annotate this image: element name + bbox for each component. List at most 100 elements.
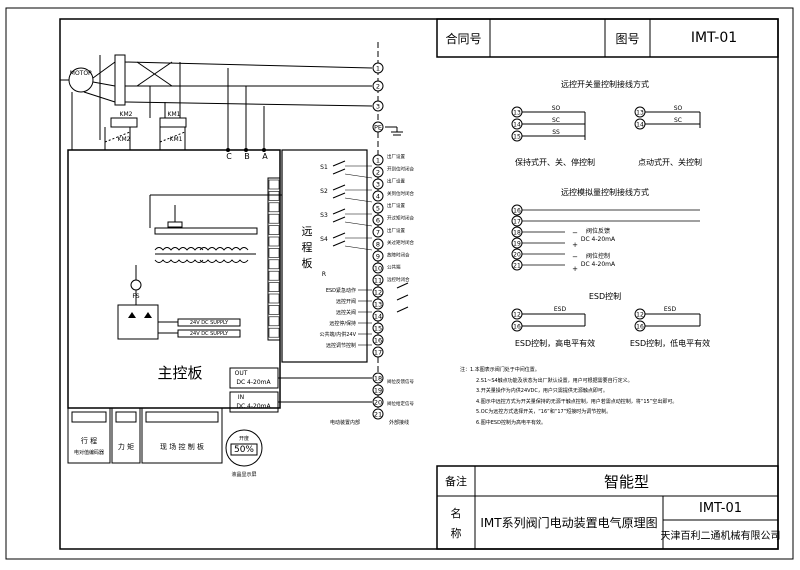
travel-encoder-box xyxy=(67,407,111,464)
terminal-label: 16 xyxy=(374,337,382,345)
drawing-no-2: IMT-01 xyxy=(698,500,743,516)
relay-note: 关到位时闭合 xyxy=(387,190,414,197)
terminal-25: 21 xyxy=(372,408,384,420)
terminal-20: 16 xyxy=(372,334,384,346)
relay-note: 关过矩时闭合 xyxy=(387,239,414,246)
in-signal: DC 4-20mA xyxy=(236,403,271,410)
note-line: 注：1.本图表示阀门处于中间位置。 xyxy=(460,367,540,373)
s-label: S4 xyxy=(320,236,328,243)
esd-input-label: 远控关阀 xyxy=(336,309,356,316)
caption-hold-control: 保持式开、关、停控制 xyxy=(515,157,595,167)
terminal-14: 10 xyxy=(372,262,384,274)
relay-note: 出厂设置 xyxy=(387,227,405,234)
contract-label: 合同号 xyxy=(445,31,482,46)
encoder-label: 电对值编码器 xyxy=(73,450,104,456)
outer-frame xyxy=(5,7,794,560)
terminal-label: 10 xyxy=(374,265,382,273)
terminal-label: 4 xyxy=(376,193,380,201)
terminal-label: 15 xyxy=(374,325,382,333)
note-line: 6.图中ESD控制为高电平有效。 xyxy=(476,419,546,426)
display-text: 开度 xyxy=(238,435,249,442)
relay-note: 公共端 xyxy=(387,264,401,271)
display-value: 50% xyxy=(233,444,254,455)
terminal-17: 13 xyxy=(372,298,384,310)
esd-input-label: 远控停/保持 xyxy=(329,320,356,327)
caption-jog-control: 点动式开、关控制 xyxy=(638,157,702,167)
terminal-12: 8 xyxy=(372,238,384,250)
wiring-terminal-label: 21 xyxy=(513,263,521,270)
s-label: S2 xyxy=(320,188,328,195)
polarity-minus: − xyxy=(572,229,578,237)
wiring-terminal: 14 xyxy=(511,118,523,130)
lcd-display xyxy=(225,429,263,467)
esd-input-label: 远控开阀 xyxy=(336,298,356,305)
so-label: SO xyxy=(551,104,561,112)
esd-input-label: 远控调节控制 xyxy=(326,342,356,349)
remote-board-char-2: 程 xyxy=(301,241,313,254)
terminal-label: 9 xyxy=(376,253,380,261)
terminal-5: 1 xyxy=(372,154,384,166)
terminal-label: 11 xyxy=(374,277,382,285)
wiring-terminal: 13 xyxy=(634,106,646,118)
wiring-terminal-label: 12 xyxy=(513,312,521,319)
wiring-terminal: 12 xyxy=(511,308,523,320)
inner-frame xyxy=(59,18,779,550)
terminal-label: 3 xyxy=(376,103,380,111)
fs-label: FS xyxy=(132,292,140,300)
torque-label: 力 矩 xyxy=(117,443,135,451)
km1-label: KM1 xyxy=(169,135,183,143)
analog-feedback-signal: DC 4-20mA xyxy=(580,235,616,243)
terminal-label: 19 xyxy=(374,387,382,395)
wiring-terminal-label: 14 xyxy=(513,122,521,129)
wiring-terminal-label: 14 xyxy=(636,122,644,129)
km1-label-top: KM1 xyxy=(167,110,181,118)
relay-note: 远控时闭合 xyxy=(387,276,410,283)
wiring-terminal: 13 xyxy=(511,106,523,118)
terminal-2: 2 xyxy=(372,80,384,92)
polarity-plus: + xyxy=(572,241,578,249)
out-signal: DC 4-20mA xyxy=(236,379,271,386)
sc-label-2: SC xyxy=(674,116,682,124)
product-type: 智能型 xyxy=(603,472,649,491)
analog-control: 阀位控制 xyxy=(585,252,610,260)
terminal-22: 18 xyxy=(372,372,384,384)
r-label: R xyxy=(322,271,326,278)
relay-note: 出厂设置 xyxy=(387,202,405,209)
field-control-box xyxy=(141,407,223,464)
terminal-19: 15 xyxy=(372,322,384,334)
terminal-4: PE xyxy=(372,121,384,133)
terminal-21: 17 xyxy=(372,346,384,358)
terminal-label: 17 xyxy=(374,349,382,357)
terminal-10: 6 xyxy=(372,214,384,226)
field-panel-label: 现 场 控 制 板 xyxy=(160,443,204,451)
relay-note: 开到位时闭合 xyxy=(387,165,414,172)
relay-note: 出厂设置 xyxy=(387,153,405,160)
wiring-terminal-label: 17 xyxy=(513,219,521,226)
motor-label: MOTOR xyxy=(69,69,93,77)
in-label: IN xyxy=(237,394,245,401)
wiring-terminal-label: 13 xyxy=(513,110,521,117)
wiring-terminal: 16 xyxy=(511,204,523,216)
remote-board xyxy=(281,149,368,363)
external-label: 外部接线 xyxy=(388,419,409,426)
torque-box xyxy=(111,407,141,464)
remark-label: 备注 xyxy=(445,475,467,488)
terminal-3: 3 xyxy=(372,100,384,112)
terminal-label: 14 xyxy=(374,313,382,321)
internal-label: 电动装置内部 xyxy=(329,419,360,426)
terminal-label: 2 xyxy=(376,83,380,91)
wiring-terminal-label: 16 xyxy=(513,208,521,215)
terminal-6: 2 xyxy=(372,166,384,178)
analog-feedback: 阀位反馈 xyxy=(585,227,610,235)
relay-contacts: S1S2S3S4出厂设置开到位时闭合出厂设置关到位时闭合出厂设置开过矩时闭合出厂… xyxy=(320,153,415,407)
wiring-terminal-label: 13 xyxy=(636,110,644,117)
terminal-label: 1 xyxy=(376,65,380,73)
wiring-terminal-label: 20 xyxy=(513,252,521,259)
esd-caption-low: ESD控制，低电平有效 xyxy=(629,338,711,348)
switch-title: 远控开关量控制接线方式 xyxy=(561,79,649,89)
terminal-16: 12 xyxy=(372,286,384,298)
drawing-no-label: 图号 xyxy=(615,31,640,46)
esd-input-label: 公共端/内供24V xyxy=(320,331,357,338)
wiring-terminal-label: 16 xyxy=(513,324,521,331)
